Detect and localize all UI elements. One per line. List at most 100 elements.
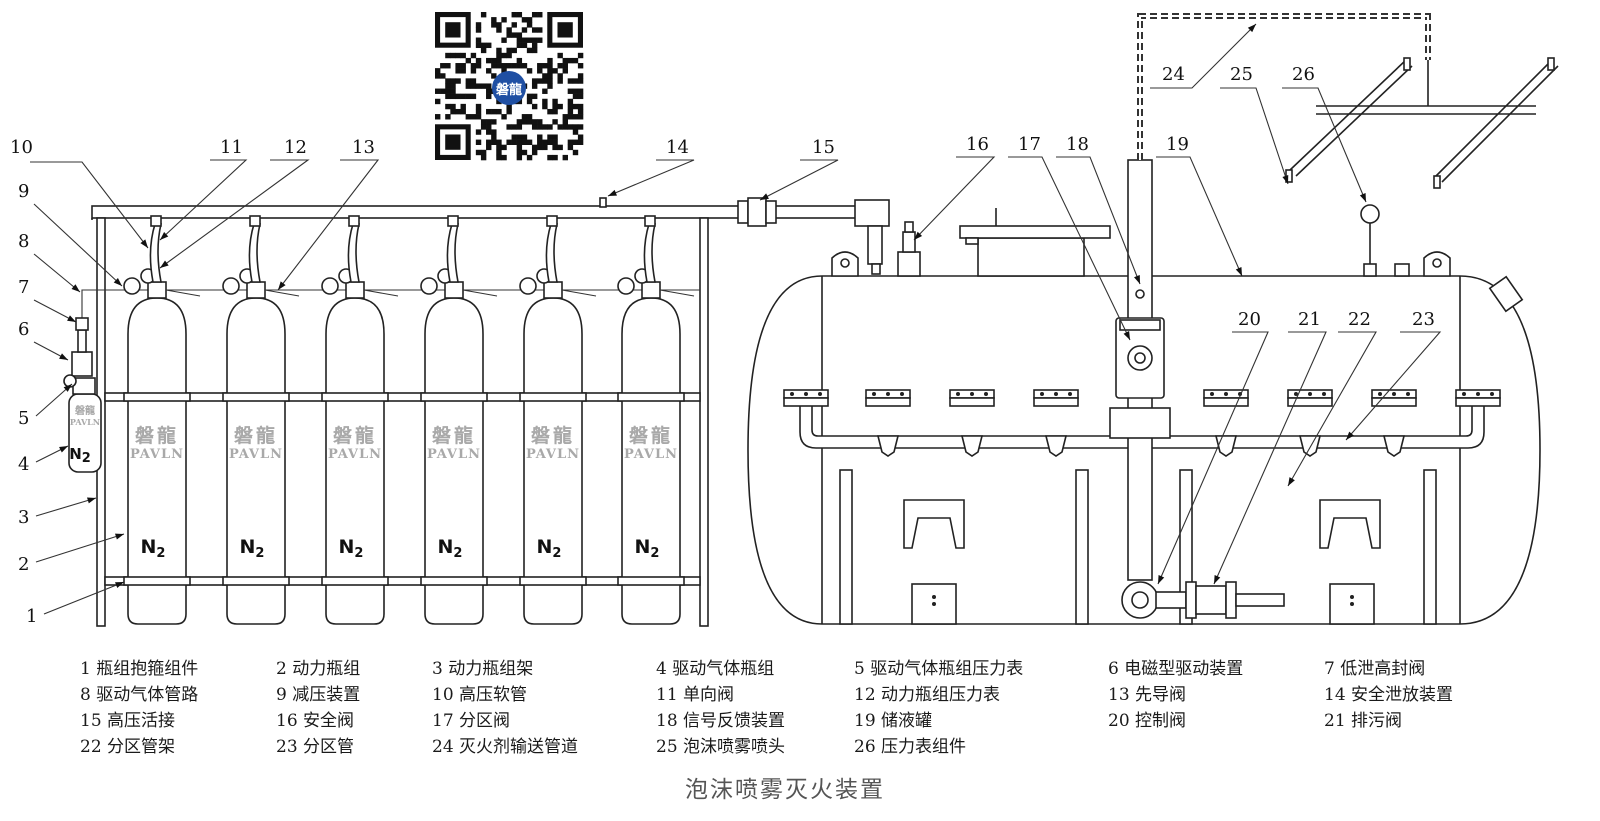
callout: 7 [18, 277, 77, 323]
callout-number: 18 [1066, 134, 1089, 155]
callout-number: 12 [284, 137, 307, 158]
cylinder-gas-label: N2 [537, 536, 562, 561]
callout: 22 [1287, 309, 1377, 487]
legend-item: 21 排污阀 [1324, 711, 1403, 731]
callout-number: 4 [18, 454, 29, 475]
legend-item: 10 高压软管 [432, 685, 528, 705]
safety-valve [897, 221, 921, 277]
cylinder-rack [96, 217, 709, 627]
legend-item: 2 动力瓶组 [276, 659, 361, 679]
callout: 9 [18, 181, 123, 287]
cylinder-brand-en: PAVLN [526, 447, 580, 462]
callout: 8 [18, 231, 81, 293]
callout-number: 8 [18, 231, 29, 252]
legend-item: 11 单向阀 [656, 685, 735, 705]
callout: 21 [1213, 309, 1327, 585]
callout-number: 23 [1412, 309, 1435, 330]
legend-item: 3 动力瓶组架 [432, 659, 534, 679]
callout: 18 [1056, 134, 1141, 285]
callout-number: 11 [220, 137, 243, 158]
callout: 4 [18, 445, 69, 475]
diagram-caption: 泡沫喷雾灭火装置 [685, 777, 885, 803]
callout: 23 [1345, 309, 1442, 441]
callout: 12 [159, 137, 310, 269]
qr-code: 磐龍 [435, 12, 584, 161]
legend-item: 1 瓶组抱箍组件 [80, 659, 199, 679]
drive-cylinder-brand-en: PAVLN [70, 417, 100, 427]
pressure-gauge-assembly [1360, 204, 1380, 277]
cylinder-brand-cn: 磐龍 [629, 424, 673, 447]
callout-number: 15 [812, 137, 835, 158]
callout: 13 [277, 137, 380, 291]
callout-number: 13 [352, 137, 375, 158]
callout-number: 10 [10, 137, 33, 158]
zone-flange [865, 389, 911, 457]
callout-number: 16 [966, 134, 989, 155]
callout-number: 3 [18, 507, 29, 528]
callout: 20 [1157, 309, 1269, 585]
signal-feedback [1135, 289, 1145, 299]
zone-flange [949, 389, 995, 457]
legend-item: 24 灭火剂输送管道 [432, 737, 579, 757]
cylinder-gas-label: N2 [240, 536, 265, 561]
callout: 17 [1008, 134, 1131, 341]
callout: 1 [26, 581, 125, 627]
callout-number: 2 [18, 554, 29, 575]
cylinder-gas-label: N2 [635, 536, 660, 561]
legend-item: 15 高压活接 [80, 711, 176, 731]
cylinder-gas-label: N2 [438, 536, 463, 561]
legend-item: 7 低泄高封阀 [1324, 659, 1426, 679]
cylinder-brand-cn: 磐龍 [333, 424, 377, 447]
cylinder-brand-cn: 磐龍 [135, 424, 179, 447]
callout: 25 [1220, 64, 1289, 185]
legend-item: 25 泡沫喷雾喷头 [656, 737, 786, 757]
legend-item: 13 先导阀 [1108, 685, 1187, 705]
cylinder-brand-cn: 磐龍 [531, 424, 575, 447]
callout-number: 20 [1238, 309, 1261, 330]
qr-badge-text: 磐龍 [496, 82, 522, 98]
callout: 16 [913, 134, 996, 241]
cylinder-brand-en: PAVLN [427, 447, 481, 462]
callout-number: 26 [1292, 64, 1315, 85]
zone-flange [1455, 389, 1501, 407]
legend-item: 16 安全阀 [276, 711, 355, 731]
callout: 15 [759, 137, 839, 201]
zone-flanges [783, 389, 1501, 457]
legend-item: 20 控制阀 [1108, 711, 1187, 731]
nozzle-pipe-rack [1285, 57, 1559, 189]
callout-number: 6 [18, 319, 29, 340]
callout-number: 17 [1018, 134, 1041, 155]
legend-item: 8 驱动气体管路 [80, 685, 199, 705]
callout-number: 22 [1348, 309, 1371, 330]
legend-item: 6 电磁型驱动装置 [1108, 659, 1244, 679]
elbow-outlet [854, 199, 890, 275]
cylinder-brand-en: PAVLN [130, 447, 184, 462]
drive-gas-cylinder: 磐龍 PAVLN N2 [63, 317, 102, 473]
callout-number: 9 [18, 181, 29, 202]
legend-item: 26 压力表组件 [854, 737, 967, 757]
control-valve [1121, 581, 1187, 619]
drive-cylinder-gas-label: N2 [69, 445, 91, 466]
legend-item: 14 安全泄放装置 [1324, 685, 1454, 705]
legend-item: 23 分区管 [276, 737, 355, 757]
legend-item: 17 分区阀 [432, 711, 511, 731]
callout-number: 5 [18, 408, 29, 429]
cylinder-brand-en: PAVLN [328, 447, 382, 462]
legend-item: 19 储液罐 [854, 711, 933, 731]
callout: 6 [18, 319, 69, 361]
callout: 5 [18, 383, 73, 429]
zone-flange [1371, 389, 1417, 457]
cylinder-brand-cn: 磐龍 [432, 424, 476, 447]
callout: 19 [1156, 134, 1243, 277]
legend-item: 12 动力瓶组压力表 [854, 685, 1001, 705]
safety-relief-device [599, 197, 607, 208]
cylinder-gas-label: N2 [141, 536, 166, 561]
